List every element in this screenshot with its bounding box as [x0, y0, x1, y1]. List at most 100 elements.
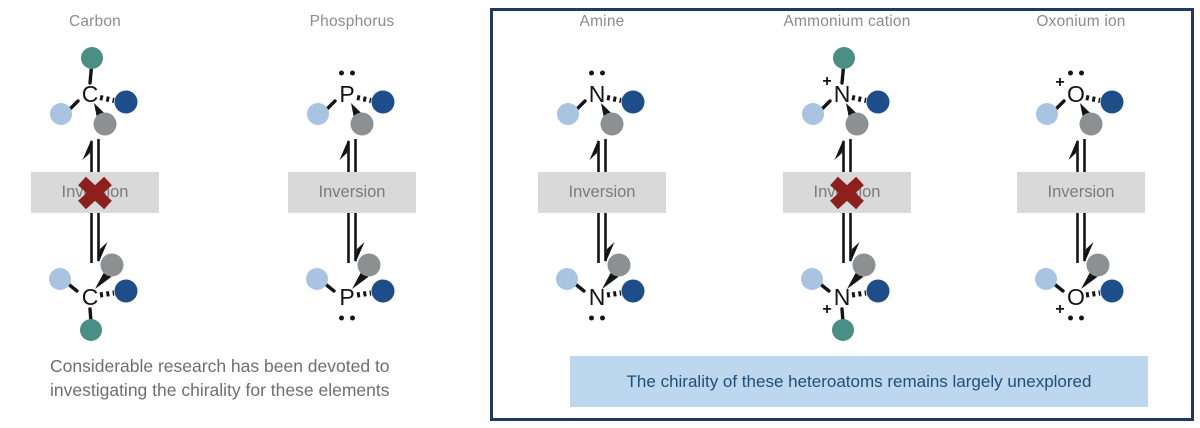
column-carbon: Carbon C Inversion C [0, 0, 190, 428]
charge-plus: + [822, 73, 831, 90]
equilibrium-arrows [339, 139, 365, 263]
substituent-ball-navy [621, 279, 645, 303]
substituent-ball-navy [1100, 279, 1124, 303]
substituent-ball-lightblue [1036, 103, 1058, 125]
down-harpoon-icon [355, 242, 365, 263]
substituent-ball-navy [621, 90, 645, 114]
heteroatom-panel [490, 8, 1194, 421]
lone-pair-dot [1079, 315, 1084, 321]
substituent-ball-lightblue [307, 103, 329, 125]
inversion-box: Inversion [31, 172, 159, 213]
atom-label: N [589, 81, 606, 107]
inversion-label: Inversion [568, 183, 636, 201]
hash-bond [99, 290, 115, 298]
note-box: The chirality of these heteroatoms remai… [570, 356, 1148, 407]
hash-bond [99, 94, 115, 104]
column-title: Oxonium ion [1036, 13, 1126, 30]
hash-bond [356, 290, 372, 298]
substituent-ball-navy [114, 279, 138, 303]
substituent-ball-gray [1086, 253, 1110, 277]
hash-bond [851, 94, 867, 104]
hash-bond [606, 290, 622, 298]
up-harpoon-icon [339, 139, 349, 160]
substituent-ball-lightblue [50, 103, 72, 125]
blocked-cross-icon [78, 176, 112, 210]
substituent-ball-gray [93, 112, 117, 136]
molecule-bottom: P [306, 253, 395, 321]
wedge-bond [847, 271, 864, 289]
molecule-bottom: + O [1035, 253, 1124, 321]
down-harpoon-icon [98, 242, 108, 263]
charge-plus: + [1055, 301, 1064, 318]
atom-label: O [1067, 284, 1085, 310]
wedge-bond [352, 271, 369, 289]
substituent-ball-lightblue [801, 268, 823, 290]
substituent-ball-lightblue [1035, 268, 1057, 290]
lone-pair-dot [1068, 315, 1073, 321]
wedge-bond [95, 271, 112, 289]
charge-plus: + [822, 301, 831, 318]
substituent-ball-navy [114, 90, 138, 114]
hash-bond [356, 94, 372, 104]
atom-label: O [1067, 81, 1085, 107]
substituent-ball-lightblue [557, 103, 579, 125]
column-title: Phosphorus [309, 13, 395, 30]
column-oxonium-ion: Oxonium ion + O Inversion + O [986, 0, 1176, 428]
substituent-ball-gray [350, 112, 374, 136]
up-harpoon-icon [589, 139, 599, 160]
bond-top [840, 65, 846, 85]
substituent-ball-lightblue [556, 268, 578, 290]
column-title: Carbon [68, 13, 122, 30]
column-ammonium-cation: Ammonium cation + N Inversion + N [752, 0, 942, 428]
lone-pair-dot [600, 315, 605, 321]
up-harpoon-icon [834, 139, 844, 160]
atom-label: P [339, 81, 354, 107]
charge-plus: + [1055, 74, 1064, 91]
lone-pair-dot [339, 70, 344, 76]
atom-label: N [834, 81, 851, 107]
atom-label: P [339, 284, 354, 310]
substituent-ball-navy [866, 90, 890, 114]
substituent-ball-teal [832, 319, 854, 341]
atom-label: C [82, 284, 99, 310]
lone-pair-dot [589, 315, 594, 321]
substituent-ball-gray [607, 253, 631, 277]
substituent-ball-navy [371, 279, 395, 303]
up-harpoon-icon [82, 139, 92, 160]
substituent-ball-teal [833, 47, 855, 69]
inversion-box: Inversion [288, 172, 416, 213]
molecule-top: + O [1036, 70, 1124, 136]
substituent-ball-lightblue [49, 268, 71, 290]
substituent-ball-gray [1079, 112, 1103, 136]
hash-bond [1085, 94, 1101, 104]
bond-top [88, 65, 94, 85]
hash-bond [1085, 290, 1101, 298]
lone-pair-dot [350, 70, 355, 76]
lone-pair-dot [1068, 70, 1073, 76]
substituent-ball-lightblue [802, 103, 824, 125]
wedge-bond [602, 271, 619, 289]
molecule-top: P [307, 70, 395, 136]
molecule-bottom: + N [801, 253, 890, 341]
atom-label: N [834, 284, 851, 310]
substituent-ball-gray [845, 112, 869, 136]
blocked-cross-icon [830, 176, 864, 210]
substituent-ball-gray [100, 253, 124, 277]
lone-pair-dot [339, 315, 344, 321]
note-text: The chirality of these heteroatoms remai… [626, 371, 1092, 391]
inversion-label: Inversion [1047, 183, 1115, 201]
hash-bond [606, 94, 622, 104]
substituent-ball-gray [357, 253, 381, 277]
substituent-ball-navy [1100, 90, 1124, 114]
column-phosphorus: Phosphorus P Inversion P [257, 0, 447, 428]
inversion-box: Inversion [538, 172, 666, 213]
molecule-top: C [50, 47, 138, 136]
lone-pair-dot [600, 70, 605, 76]
down-harpoon-icon [605, 242, 615, 263]
hash-bond [851, 290, 867, 298]
molecule-bottom: C [49, 253, 138, 341]
inversion-box: Inversion [1017, 172, 1145, 213]
caption-left: Considerable research has been devoted t… [50, 356, 390, 400]
substituent-ball-navy [371, 90, 395, 114]
column-title: Ammonium cation [783, 13, 911, 30]
